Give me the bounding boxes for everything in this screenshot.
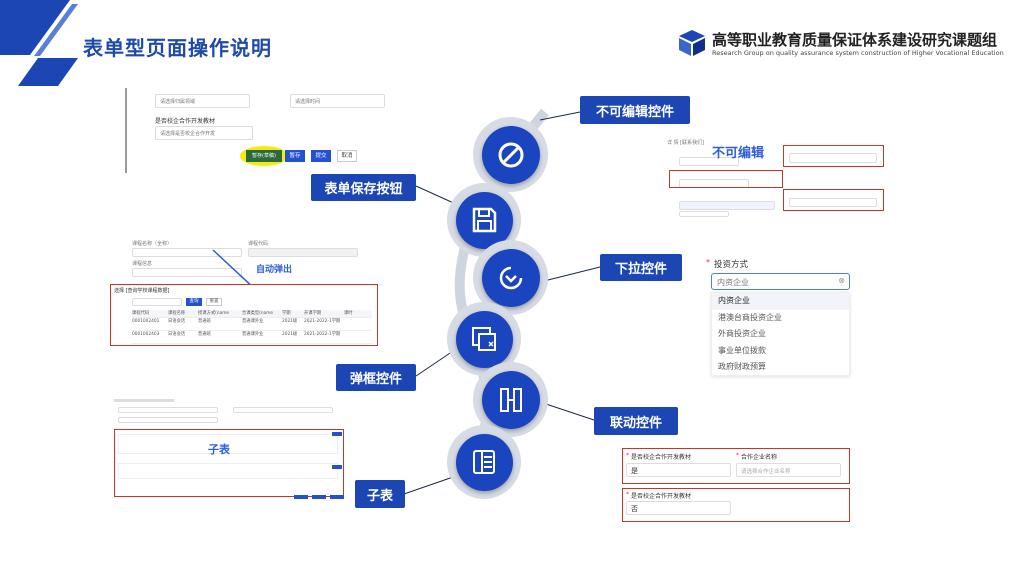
dropdown-menu: 内资企业 港澳台商投资企业 外商投资企业 事业单位拨款 政府财政预算	[711, 292, 850, 376]
popup-table-cell: 日语会话	[168, 319, 186, 324]
dropdown-option[interactable]: 港澳台商投资企业	[718, 312, 782, 322]
linkage-circle	[473, 362, 548, 437]
dropdown-select[interactable]: 内资企业 ⊗	[711, 273, 850, 290]
linkage-field2-label: 合作企业名称	[741, 454, 778, 461]
linkage-icon	[499, 387, 522, 412]
readonly-circle	[473, 117, 548, 192]
dropdown-option[interactable]: 外商投资企业	[718, 329, 766, 338]
label-readonly: 不可编辑控件	[580, 96, 690, 124]
popup-table-header-cell: 学期	[282, 311, 291, 316]
popup-screenshot: 课程名称（全称） 课程代码 课程信息 自动弹出 选择 [查询学校课程数据] 查询…	[108, 238, 380, 348]
readonly-screenshot: 详 情 [联系我们] 不可编辑	[665, 137, 915, 217]
popup-table-header-cell: 合课类型(name	[242, 311, 274, 316]
popup-table-header-cell: 授课方式(name	[198, 311, 230, 316]
popup-search-button[interactable]: 查询	[186, 298, 202, 306]
dropdown-option[interactable]: 事业单位拨款	[718, 345, 766, 355]
dropdown-option[interactable]: 政府财政预算	[718, 362, 766, 371]
subtable-icon	[473, 450, 495, 474]
popup-table-header-cell: 课时	[344, 311, 353, 316]
popup-table-header-cell: 课程代码	[132, 311, 150, 316]
popup-window-icon	[472, 327, 496, 351]
label-linkage: 联动控件	[594, 407, 678, 435]
linkage-screenshot: * 是否校企合作开发教材 是 * 合作企业名称 请选择合作企业名称 * 是否校企…	[620, 446, 850, 524]
linkage-select-1[interactable]: 是	[626, 463, 731, 477]
dropdown-option[interactable]: 内资企业	[712, 293, 849, 310]
popup-table-cell	[344, 331, 364, 343]
label-popup: 弹框控件	[336, 364, 416, 391]
dropdown-screenshot: * 投资方式 内资企业 ⊗ 内资企业 港澳台商投资企业 外商投资企业 事业单位拨…	[706, 255, 851, 380]
dropdown-label: 投资方式	[714, 260, 749, 270]
linkage-field1-label: 是否校企合作开发教材	[631, 454, 692, 461]
subtable-screenshot: 子表	[108, 397, 348, 505]
popup-table-cell: 2021-2022-1学期	[304, 319, 341, 324]
chevron-down-circle-icon	[499, 266, 522, 289]
linkage-field3-label: 是否校企合作开发教材	[631, 493, 692, 500]
save-field3-label: 是否校企合作开发教材	[155, 118, 216, 125]
save-icon	[472, 207, 497, 233]
readonly-annotation: 不可编辑	[712, 146, 765, 161]
org-name-en: Research Group on quality assurance syst…	[712, 49, 1004, 57]
linkage-select-2[interactable]: 请选择合作企业名称	[736, 463, 841, 477]
popup-table-cell	[344, 318, 364, 330]
draft-button[interactable]: 暂存(草稿)	[246, 150, 282, 162]
save-screenshot: 请选择归属领域 请选择时间 是否校企合作开发教材 请选择是否校企合作开发 暂存(…	[125, 88, 390, 173]
label-save: 表单保存按钮	[311, 174, 416, 201]
popup-table-cell: 普通课外业	[242, 319, 264, 324]
popup-table-header: 课程代码 课程名称 授课方式(name 合课类型(name 学期 开课学期 课时	[132, 310, 372, 318]
subtable-circle	[447, 425, 521, 499]
popup-table-cell: 普通课外业	[242, 332, 264, 337]
popup-table: 课程代码 课程名称 授课方式(name 合课类型(name 学期 开课学期 课时 000100…	[132, 310, 372, 344]
popup-table-row[interactable]: 0001002403 日语会话 普通班 普通课外业 2021级 2021-2022-1学期	[132, 331, 372, 344]
popup-table-cell: 2021级	[282, 332, 298, 337]
popup-table-cell: 日语会话	[168, 332, 186, 337]
popup-table-cell: 2021-2022-1学期	[304, 332, 341, 337]
popup-table-cell: 2021级	[282, 319, 298, 324]
clear-icon[interactable]: ⊗	[838, 276, 845, 285]
org-name-cn: 高等职业教育质量保证体系建设研究课题组	[712, 31, 998, 49]
popup-table-header-cell: 开课学期	[304, 311, 322, 316]
submit-button[interactable]: 提交	[311, 150, 331, 162]
page-title: 表单型页面操作说明	[83, 36, 272, 60]
label-dropdown: 下拉控件	[600, 254, 682, 281]
popup-table-cell: 普通班	[198, 319, 211, 324]
subtable-annotation: 子表	[208, 443, 230, 456]
save-circle	[447, 183, 521, 257]
popup-table-cell: 普通班	[198, 332, 211, 337]
popup-annotation: 自动弹出	[256, 265, 293, 275]
linkage-select-3[interactable]: 否	[626, 501, 731, 515]
popup-table-cell: 0001002403	[132, 332, 160, 337]
ban-icon	[498, 142, 523, 167]
popup-table-cell: 0001002401	[132, 319, 160, 324]
temp-save-button[interactable]: 暂存	[285, 150, 305, 162]
popup-reset-button[interactable]: 重置	[206, 298, 222, 306]
popup-table-row[interactable]: 0001002401 日语会话 普通班 普通课外业 2021级 2021-2022-1学期	[132, 318, 372, 331]
corner-decoration	[0, 0, 78, 86]
popup-table-header-cell: 课程名称	[168, 311, 186, 316]
cancel-button[interactable]: 取消	[337, 150, 357, 162]
label-subtable: 子表	[355, 480, 405, 508]
org-logo	[679, 30, 705, 56]
popup-circle	[447, 302, 521, 376]
